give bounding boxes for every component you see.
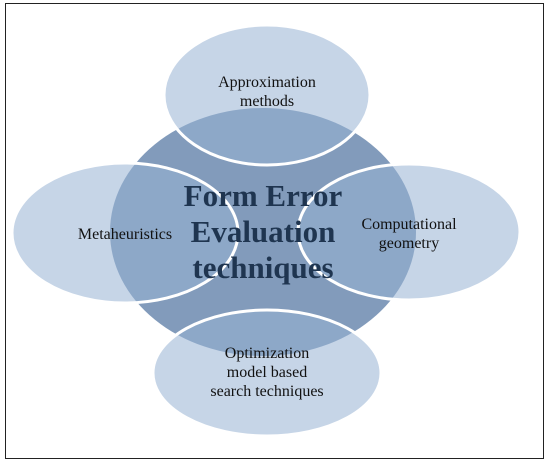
node-left-ellipse	[10, 161, 240, 305]
diagram-frame	[5, 3, 544, 459]
node-top-ellipse	[162, 23, 372, 167]
center-circle	[110, 108, 416, 356]
node-right-ellipse	[296, 162, 522, 302]
node-bottom-ellipse	[151, 308, 383, 438]
